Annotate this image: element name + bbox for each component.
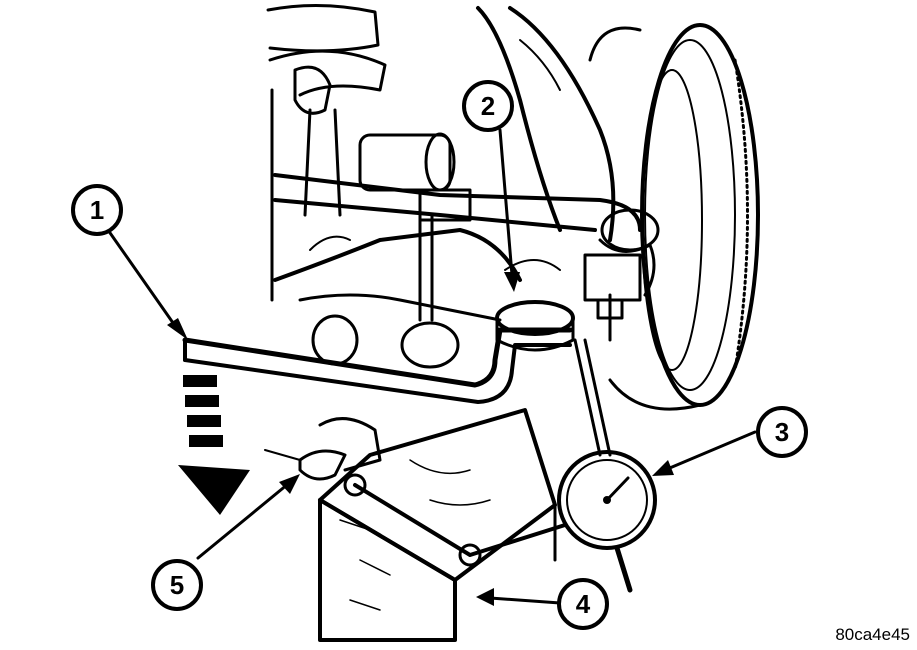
callout-3-label: 3 <box>775 417 789 447</box>
wood-block <box>318 408 557 642</box>
lower-control-arm <box>273 213 522 369</box>
callout-4-label: 4 <box>576 589 591 619</box>
pry-bar <box>182 327 573 404</box>
callout-1: 1 <box>71 184 123 236</box>
callout-2: 2 <box>462 80 514 132</box>
callout-5: 5 <box>151 559 203 611</box>
indicator-base-arm <box>264 417 567 567</box>
callout-3: 3 <box>756 406 808 458</box>
callout-2-label: 2 <box>481 91 495 121</box>
callout-4: 4 <box>557 578 609 630</box>
brake-rotor <box>588 23 760 411</box>
callout-1-label: 1 <box>90 195 104 225</box>
upper-control-arm <box>273 132 642 232</box>
callout-5-label: 5 <box>170 570 184 600</box>
figure-code: 80ca4e45 <box>835 625 910 644</box>
force-direction-arrow <box>178 375 250 515</box>
dial-indicator <box>557 338 657 593</box>
frame-structure <box>266 3 387 302</box>
leader-lines <box>106 128 757 606</box>
